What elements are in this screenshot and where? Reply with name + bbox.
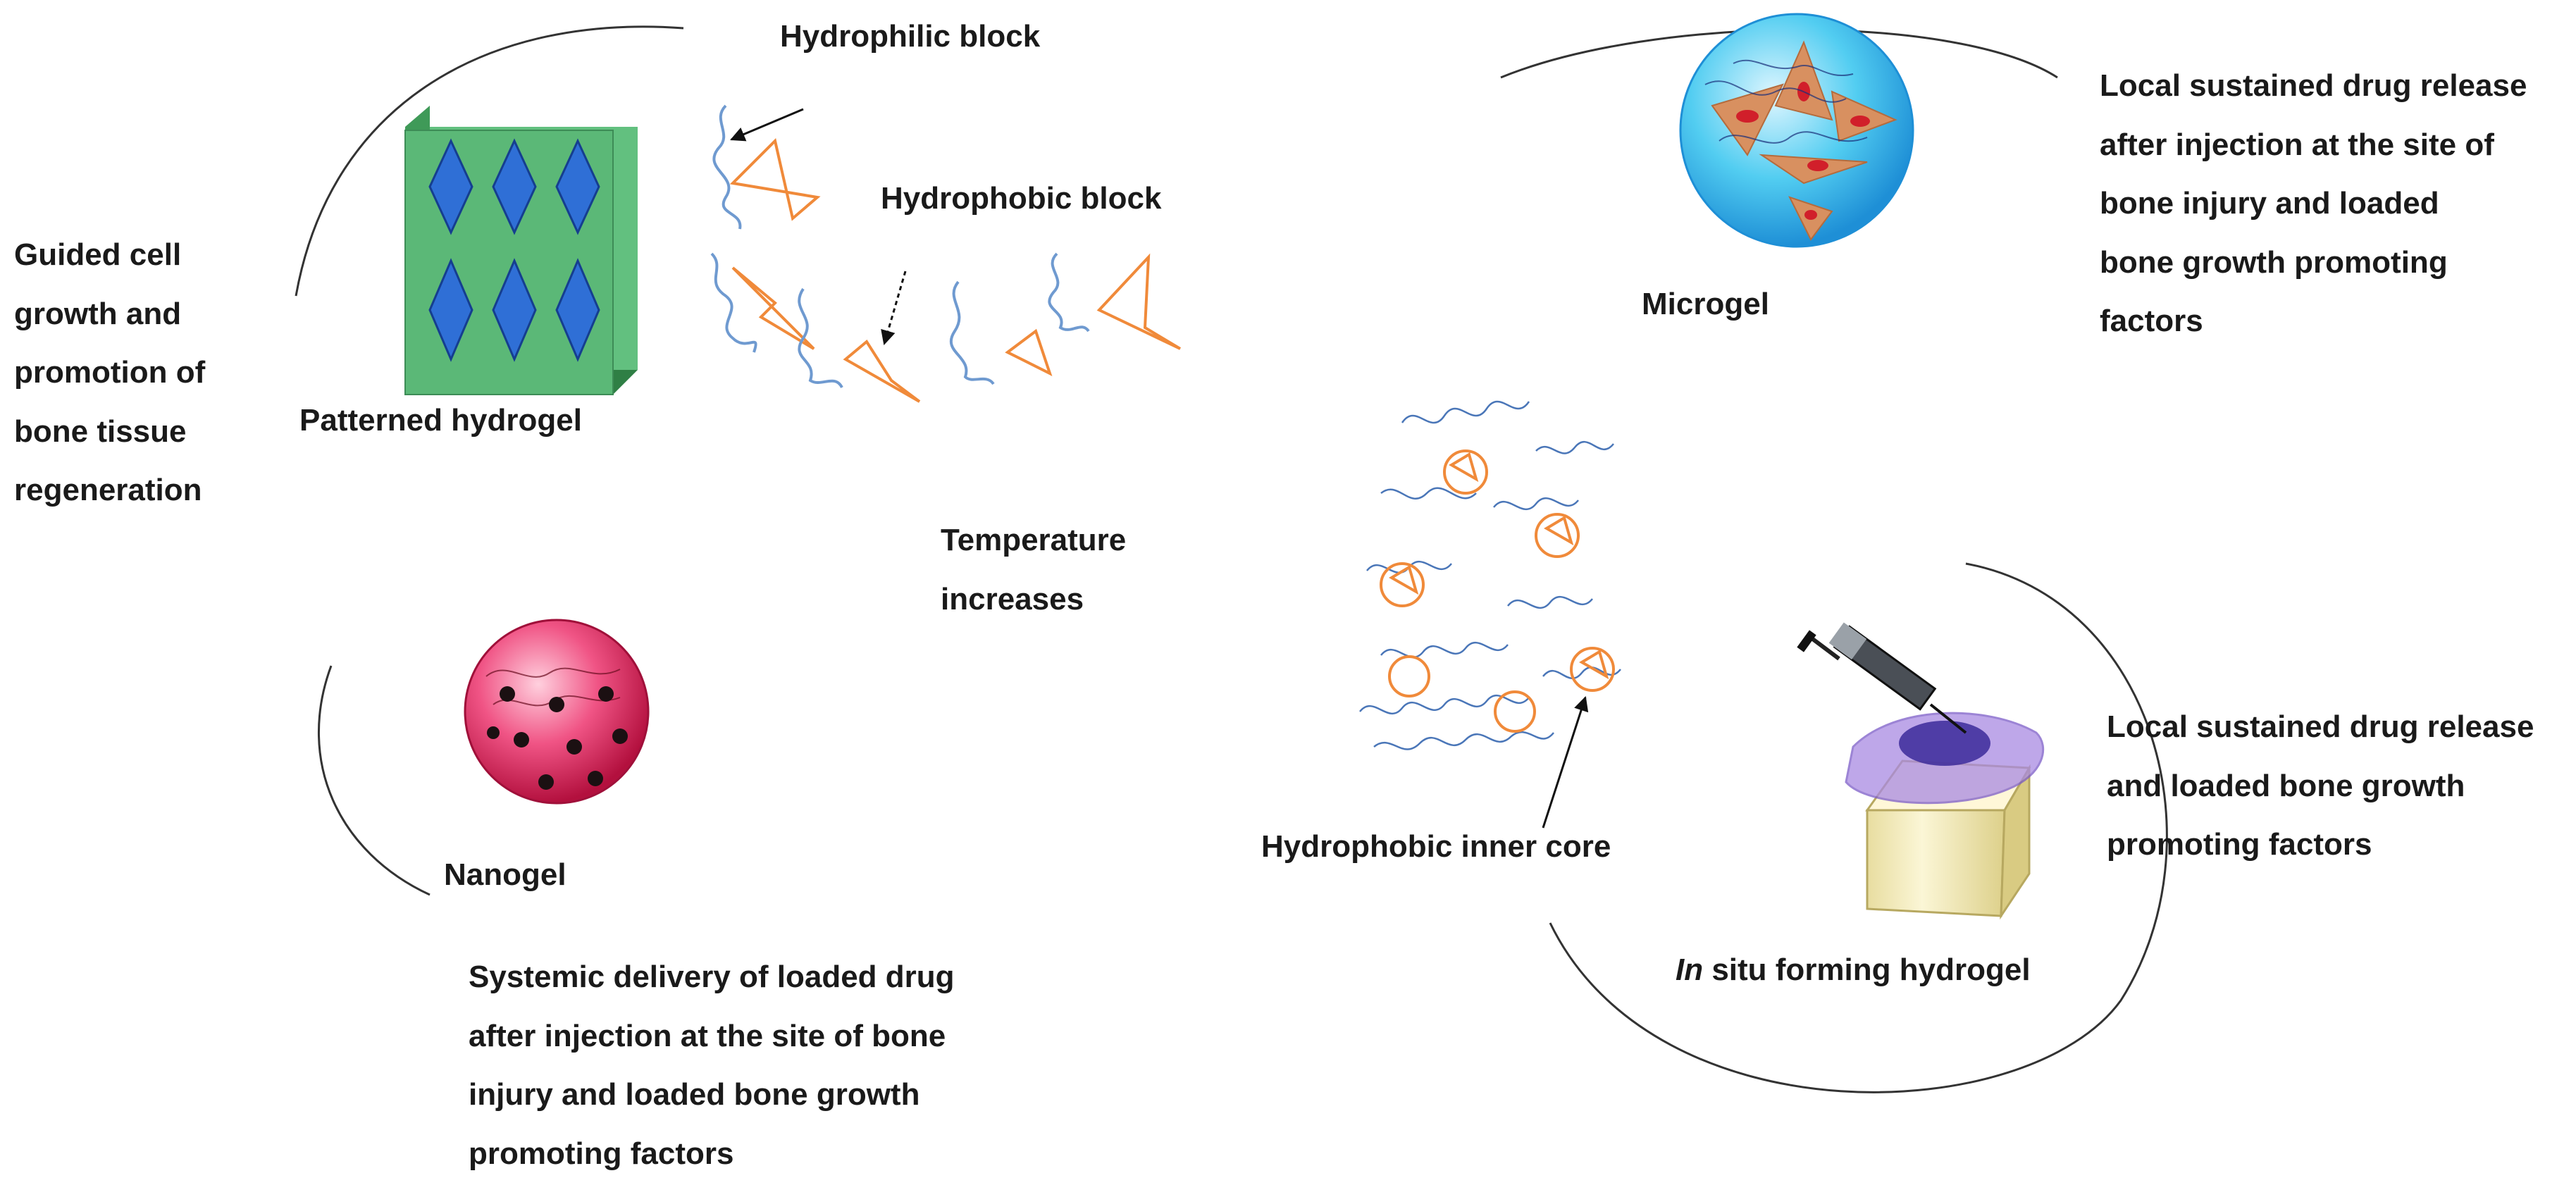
- nanogel-label: Nanogel: [444, 857, 566, 892]
- copolymer-3: [798, 287, 921, 403]
- cycle-arcs: [295, 25, 2168, 1093]
- hydrophobic-inner-core-label: Hydrophobic inner core: [1261, 829, 1611, 864]
- arc-top-left: [295, 25, 684, 297]
- hydrophilic-arrow: [730, 108, 804, 142]
- arc-bottom-left: [317, 665, 431, 896]
- insitu-release-description: Local sustained drug release and loaded …: [2107, 709, 2534, 862]
- micelle-network-icon: [1359, 400, 1621, 750]
- copolymer-1: [712, 104, 821, 230]
- nanogel-sphere-icon: [464, 619, 650, 805]
- microgel-label: Microgel: [1642, 287, 1769, 321]
- syringe-icon: [1797, 622, 1967, 734]
- hydrophobic-block-label: Hydrophobic block: [881, 181, 1162, 216]
- in-situ-prefix: In: [1676, 953, 1704, 987]
- bone-defect-icon: [1845, 712, 2045, 920]
- block-copolymer-icons: [710, 104, 1182, 403]
- microgel-release-description: Local sustained drug release after injec…: [2100, 68, 2527, 339]
- hydrophilic-block-label: Hydrophilic block: [780, 19, 1041, 54]
- guided-growth-description: Guided cell growth and promotion of bone…: [14, 237, 206, 508]
- inner-core-arrow: [1542, 696, 1589, 829]
- patterned-hydrogel-icon: [404, 106, 638, 395]
- patterned-hydrogel-label: Patterned hydrogel: [299, 403, 582, 438]
- hydrophobic-arrow: [881, 271, 907, 346]
- in-situ-rest: situ forming hydrogel: [1703, 953, 2031, 987]
- copolymer-2: [710, 252, 815, 353]
- copolymer-5: [1048, 252, 1182, 350]
- copolymer-4: [949, 280, 1053, 385]
- microgel-sphere-icon: [1679, 13, 1914, 248]
- nanogel-delivery-description: Systemic delivery of loaded drug after i…: [469, 960, 955, 1171]
- temperature-increases-label: Temperature increases: [941, 523, 1127, 616]
- in-situ-label: In situ forming hydrogel: [1676, 941, 2031, 1000]
- arc-right: [1549, 562, 2168, 1093]
